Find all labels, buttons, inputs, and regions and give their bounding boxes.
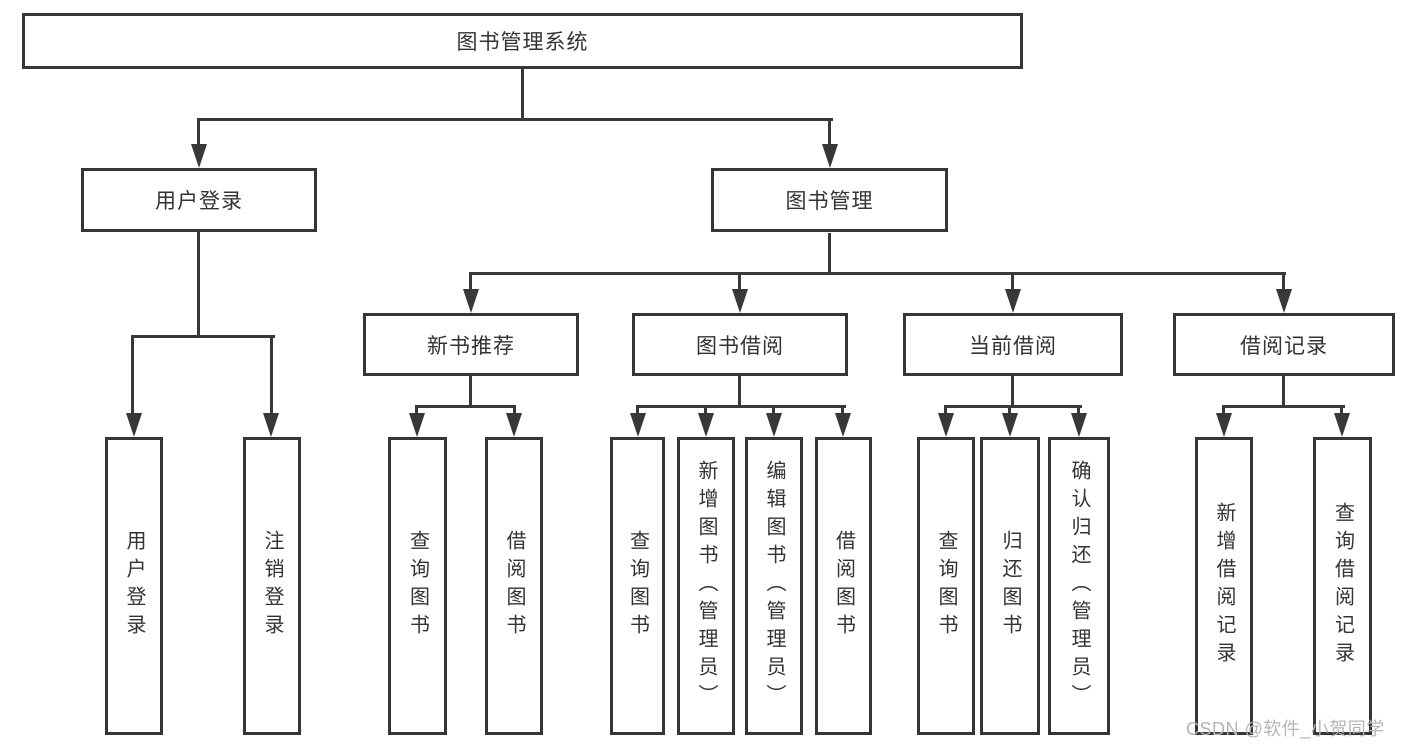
arrow-down-icon [463,289,479,313]
leaf-bb-edit-books-admin: 编辑图书（管理员） [745,437,803,735]
connector-line [197,232,200,338]
arrow-down-icon [1276,289,1292,313]
connector-line [1222,405,1345,408]
leaf-cb-query-books: 查询图书 [917,437,975,735]
arrow-down-icon [1071,413,1087,437]
connector-line [270,335,273,417]
leaf-cb-return-books: 归还图书 [980,437,1040,735]
arrow-down-icon [766,413,782,437]
leaf-bb-borrow-books: 借阅图书 [815,437,872,735]
connector-line [1282,376,1285,407]
arrow-down-icon [938,413,954,437]
connector-line [415,405,418,416]
connector-line [131,335,275,338]
connector-line [469,272,1286,275]
leaf-logout: 注销登录 [243,437,301,735]
connector-line [521,69,524,121]
leaf-nbr-query-books: 查询图书 [388,437,447,735]
connector-line [415,405,516,408]
arrow-down-icon [1334,413,1350,437]
node-borrow-records: 借阅记录 [1173,313,1395,376]
connector-line [197,118,200,148]
connector-line [704,405,707,416]
connector-line [772,405,775,416]
node-book-borrow: 图书借阅 [632,313,848,376]
connector-line [469,272,472,292]
leaf-cb-confirm-return-admin: 确认归还（管理员） [1048,437,1110,735]
connector-line [828,118,831,148]
leaf-bb-add-books-admin: 新增图书（管理员） [677,437,735,735]
arrow-down-icon [409,413,425,437]
node-root: 图书管理系统 [22,13,1023,69]
connector-line [841,405,844,416]
arrow-down-icon [1216,413,1232,437]
connector-line [1008,405,1011,416]
connector-line [1222,405,1225,416]
leaf-br-query-record: 查询借阅记录 [1313,437,1372,735]
arrow-down-icon [191,144,207,168]
connector-line [469,376,472,407]
arrow-down-icon [126,413,142,437]
arrow-down-icon [506,413,522,437]
arrow-down-icon [263,413,279,437]
connector-line [1011,272,1014,292]
connector-line [944,405,1082,408]
connector-line [738,376,741,407]
connector-line [1282,272,1285,292]
node-current-borrow: 当前借阅 [903,313,1123,376]
connector-line [738,272,741,292]
arrow-down-icon [630,413,646,437]
connector-line [513,405,516,416]
arrow-down-icon [1002,413,1018,437]
arrow-down-icon [732,289,748,313]
leaf-br-add-record: 新增借阅记录 [1195,437,1253,735]
arrow-down-icon [835,413,851,437]
connector-line [636,405,639,416]
connector-line [197,118,833,121]
arrow-down-icon [1005,289,1021,313]
node-new-book-rec: 新书推荐 [363,313,579,376]
connector-line [1077,405,1080,416]
connector-line [1011,376,1014,407]
connector-line [1340,405,1343,416]
leaf-nbr-borrow-books: 借阅图书 [485,437,543,735]
leaf-user-login: 用户登录 [105,437,163,735]
arrow-down-icon [822,144,838,168]
arrow-down-icon [698,413,714,437]
node-book-mgmt: 图书管理 [711,168,948,232]
connector-line [636,405,846,408]
connector-line [131,335,134,417]
connector-line [944,405,947,416]
connector-line [828,233,831,275]
csdn-watermark: CSDN @软件_小贺同学 [1186,719,1385,739]
node-user-login: 用户登录 [81,168,317,232]
leaf-bb-query-books: 查询图书 [610,437,665,735]
